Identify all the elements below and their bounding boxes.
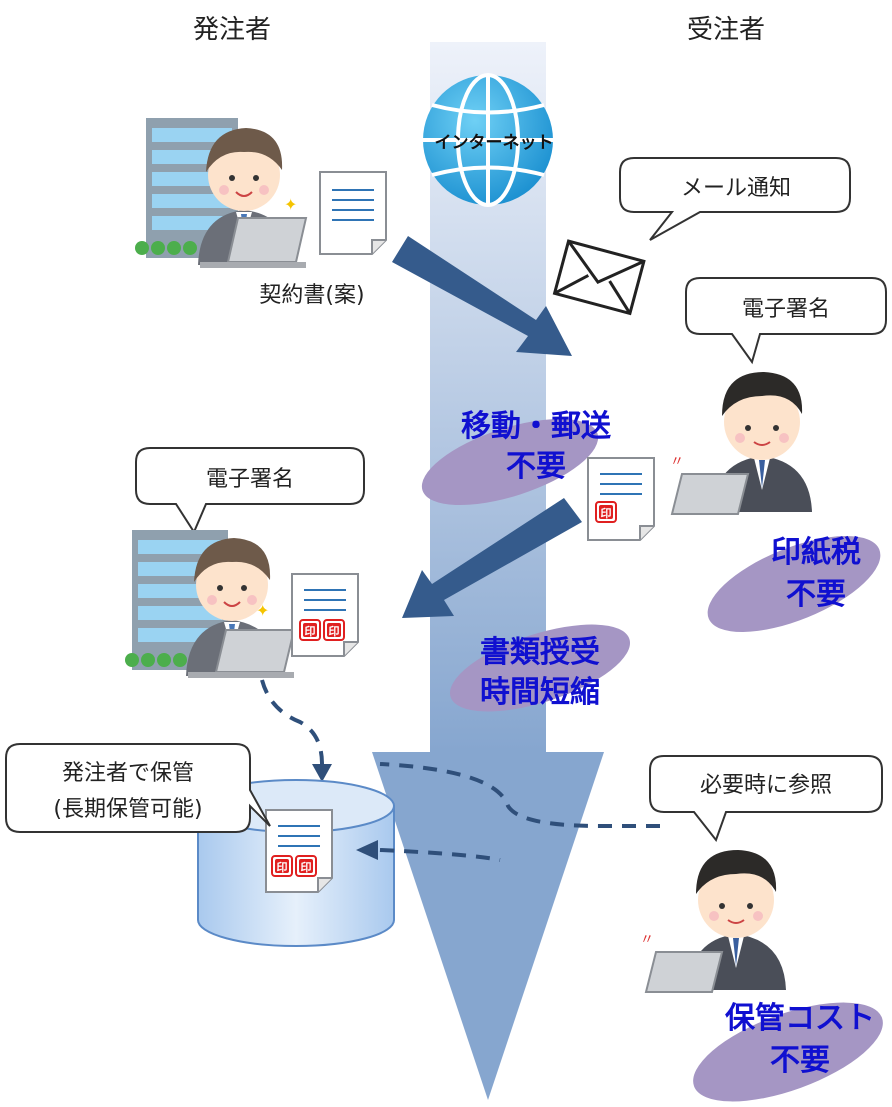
orderer-storage-text-line2: (長期保管可能) bbox=[53, 797, 202, 822]
send-draft-arrow bbox=[392, 236, 572, 356]
benefit-no-stamp-duty-bg bbox=[707, 536, 881, 632]
signed-document-icon: 印 bbox=[587, 457, 655, 541]
stored-document-icon: 印 印 bbox=[265, 809, 333, 893]
benefit-no-storage-cost-bg bbox=[693, 1002, 883, 1102]
reference-text: 必要時に参照 bbox=[700, 773, 832, 798]
double-signed-document-icon: 印 印 bbox=[291, 573, 359, 657]
benefit-no-travel-bg bbox=[421, 418, 599, 506]
contract-draft-label: 契約書(案) bbox=[259, 283, 364, 308]
orderer-storage-callout bbox=[5, 743, 271, 833]
contractor-person-top: 〃 bbox=[670, 372, 812, 515]
contractor-person-bottom: 〃 bbox=[640, 850, 786, 993]
laptop-icon bbox=[188, 629, 296, 678]
benefit-no-stamp-duty-line2: 不要 bbox=[786, 577, 846, 612]
mail-notice-text: メール通知 bbox=[681, 176, 791, 201]
contractor-header: 受注者 bbox=[687, 15, 765, 45]
contractor-esign-text: 電子署名 bbox=[742, 297, 830, 322]
envelope-icon bbox=[552, 239, 646, 316]
store-dashed-arrow bbox=[260, 679, 332, 782]
benefit-no-travel-line1: 移動・郵送 bbox=[461, 409, 611, 444]
reference-dashed-arrow bbox=[379, 762, 660, 828]
orderer-esign-callout bbox=[135, 447, 365, 535]
contract-draft-document-icon bbox=[319, 171, 387, 255]
stamp-mark: 印 bbox=[277, 861, 288, 874]
sparkle-icon: ✦ bbox=[284, 195, 297, 214]
benefit-no-stamp-duty-line1: 印紙税 bbox=[771, 535, 861, 570]
orderer-office-person-top: ✦ bbox=[135, 118, 308, 268]
return-signed-arrow bbox=[402, 498, 582, 618]
globe-icon bbox=[423, 73, 553, 207]
motion-marks-icon: 〃 bbox=[640, 932, 654, 948]
benefit-faster-exchange-line1: 書類授受 bbox=[480, 635, 600, 670]
sparkle-icon: ✦ bbox=[256, 601, 269, 620]
mail-notice-callout bbox=[619, 157, 851, 241]
benefit-no-storage-cost-line2: 不要 bbox=[770, 1043, 830, 1078]
benefit-no-travel-line2: 不要 bbox=[506, 449, 566, 484]
orderer-header: 発注者 bbox=[193, 15, 271, 45]
orderer-storage-text-line1: 発注者で保管 bbox=[62, 761, 194, 786]
stamp-mark: 印 bbox=[301, 861, 312, 874]
internet-label: インターネット bbox=[435, 133, 554, 153]
motion-marks-icon: 〃 bbox=[670, 454, 684, 470]
stamp-mark: 印 bbox=[601, 507, 612, 520]
orderer-office-person-bottom: ✦ bbox=[125, 530, 296, 678]
laptop-icon bbox=[200, 217, 308, 268]
contractor-esign-callout bbox=[685, 277, 887, 365]
stamp-mark: 印 bbox=[305, 625, 316, 638]
benefit-no-storage-cost-line1: 保管コスト bbox=[725, 1001, 875, 1036]
benefit-faster-exchange-bg bbox=[449, 624, 631, 712]
benefit-faster-exchange-line2: 時間短縮 bbox=[480, 675, 600, 710]
reference-callout bbox=[649, 755, 883, 843]
orderer-esign-text: 電子署名 bbox=[206, 467, 294, 492]
stamp-mark: 印 bbox=[329, 625, 340, 638]
